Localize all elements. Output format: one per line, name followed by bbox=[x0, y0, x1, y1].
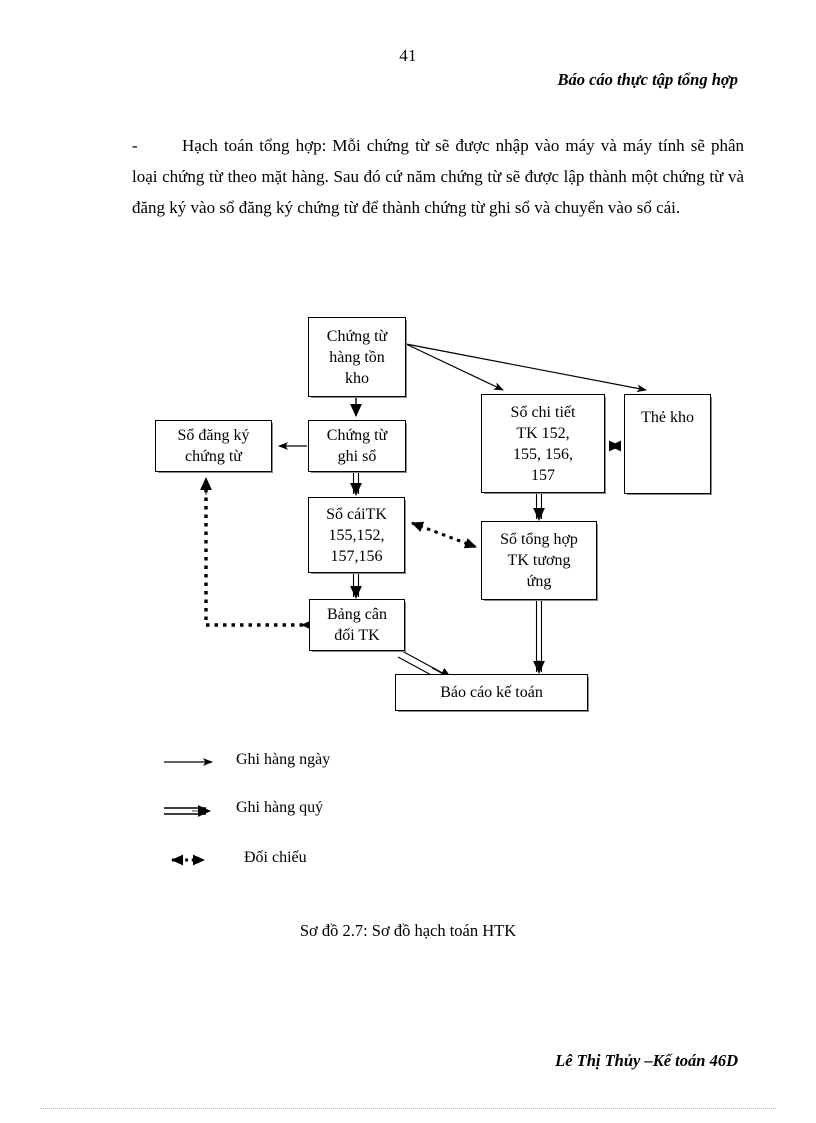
flow-box-label: Sổ cáiTK 155,152, 157,156 bbox=[326, 505, 387, 565]
flow-box-label: Báo cáo kế toán bbox=[440, 684, 543, 701]
document-header-title: Báo cáo thực tập tổng hợp bbox=[557, 70, 738, 89]
legend-item-ghi-hang-ngay: Ghi hàng ngày bbox=[236, 751, 330, 769]
flow-box-label: Sổ đăng ký chứng từ bbox=[177, 427, 250, 465]
flow-box-chung-tu-ghi-so[interactable]: Chứng từ ghi sổ bbox=[308, 420, 406, 472]
flow-box-label: Thẻ kho bbox=[641, 409, 694, 426]
flow-box-so-tong-hop-tk[interactable]: Sổ tổng hợp TK tương ứng bbox=[481, 521, 597, 600]
flow-box-label: Chứng từ hàng tồn kho bbox=[326, 327, 388, 387]
bullet-dash: - bbox=[132, 136, 138, 155]
flow-box-the-kho[interactable]: Thẻ kho bbox=[624, 394, 711, 494]
paragraph-text: Hạch toán tổng hợp: Mỗi chứng từ sẽ được… bbox=[132, 136, 744, 217]
flow-box-so-dang-ky-chung-tu[interactable]: Sổ đăng ký chứng từ bbox=[155, 420, 272, 472]
flow-box-so-cai-tk[interactable]: Sổ cáiTK 155,152, 157,156 bbox=[308, 497, 405, 573]
flow-box-bao-cao-ke-toan[interactable]: Báo cáo kế toán bbox=[395, 674, 588, 711]
legend-label: Ghi hàng quý bbox=[236, 799, 324, 816]
flow-box-label: Bảng cân đối TK bbox=[327, 606, 387, 644]
flow-box-label: Chứng từ ghi sổ bbox=[326, 427, 388, 465]
flow-box-bang-can-doi-tk[interactable]: Bảng cân đối TK bbox=[309, 599, 405, 651]
legend-item-doi-chieu: Đối chiếu bbox=[244, 849, 307, 867]
legend-item-ghi-hang-quy: Ghi hàng quý bbox=[236, 799, 323, 817]
flow-box-chung-tu-hang-ton-kho[interactable]: Chứng từ hàng tồn kho bbox=[308, 317, 406, 397]
document-footer-text: Lê Thị Thủy –Kế toán 46D bbox=[555, 1051, 738, 1070]
flow-box-so-chi-tiet-tk[interactable]: Sổ chi tiết TK 152, 155, 156, 157 bbox=[481, 394, 605, 493]
legend-label: Đối chiếu bbox=[244, 849, 307, 866]
legend-label: Ghi hàng ngày bbox=[236, 751, 331, 768]
body-paragraph: -Hạch toán tổng hợp: Mỗi chứng từ sẽ đượ… bbox=[132, 130, 744, 223]
flow-box-label: Sổ tổng hợp TK tương ứng bbox=[500, 531, 578, 590]
footer-divider bbox=[40, 1108, 776, 1110]
page-number: 41 bbox=[399, 46, 417, 65]
figure-caption: Sơ đồ 2.7: Sơ đồ hạch toán HTK bbox=[299, 921, 517, 940]
flow-box-label: Sổ chi tiết TK 152, 155, 156, 157 bbox=[510, 403, 576, 484]
